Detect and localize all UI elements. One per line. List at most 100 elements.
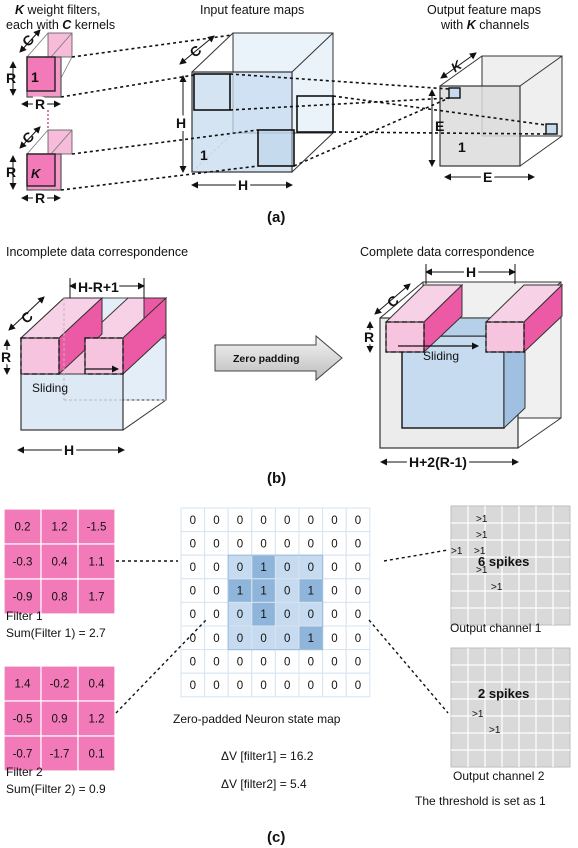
- out2-gt-1: >1: [472, 709, 484, 720]
- filter-2-value: 1.2: [89, 714, 105, 726]
- zero-padding-label: Zero padding: [233, 353, 300, 365]
- state-value: 0: [284, 515, 290, 527]
- output-channel-1-grid: [450, 505, 571, 626]
- state-value: 0: [355, 515, 361, 527]
- state-value: 0: [237, 538, 243, 550]
- caption-c: (c): [267, 829, 285, 846]
- state-value: 0: [308, 538, 314, 550]
- filter-1-cell: [40, 578, 79, 615]
- state-value: 0: [331, 680, 337, 692]
- state-value: 1: [237, 586, 243, 598]
- out1-background: [450, 505, 571, 626]
- output-E-width-label: E: [483, 169, 492, 185]
- filter-1-cell: [77, 543, 116, 580]
- hr1-label-halo: H-R+1: [78, 279, 119, 295]
- out1-gt-3: >1: [451, 546, 463, 557]
- state-value: 0: [213, 586, 219, 598]
- incomplete-R-label: R: [1, 349, 11, 365]
- filter-1-index: 1: [31, 69, 39, 85]
- state-value: 0: [237, 562, 243, 574]
- filter-1-cell: [3, 508, 42, 545]
- state-value: 0: [237, 609, 243, 621]
- state-value: 0: [355, 680, 361, 692]
- out2-background: [450, 647, 571, 768]
- state-value: 0: [213, 515, 219, 527]
- h2r-label-halo: H+2(R-1): [409, 454, 467, 470]
- state-value: 0: [190, 515, 196, 527]
- filter-1-value: -0.9: [13, 592, 33, 604]
- filter-C-label: C: [19, 31, 37, 49]
- filters-title-line1: K weight filters,: [15, 3, 100, 17]
- filterK-C-label: C: [19, 128, 37, 146]
- filter-1-cell: [77, 578, 116, 615]
- filter-2-cell: [40, 665, 79, 702]
- state-value: 0: [237, 656, 243, 668]
- input-H-label: H: [176, 115, 186, 131]
- filter-1-value: 1.7: [89, 592, 105, 604]
- filter-2-cell: [40, 700, 79, 737]
- state-value: 0: [213, 656, 219, 668]
- filter-1-cube: 1: [26, 32, 73, 98]
- filter-2-value: -0.7: [13, 749, 33, 761]
- filter-1-name: Filter 1: [6, 609, 43, 623]
- filter-1-cell: [3, 543, 42, 580]
- filter-1-value: 0.8: [52, 592, 68, 604]
- output-index-one: 1: [458, 139, 466, 155]
- connector-filterK-input-b: [60, 165, 259, 191]
- filter-2-sum: Sum(Filter 2) = 0.9: [6, 782, 106, 796]
- complete-sliding-label: Sliding: [423, 349, 459, 363]
- caption-b: (b): [267, 470, 286, 487]
- state-value: 1: [260, 609, 266, 621]
- out2-spike-count: 2 spikes: [478, 686, 529, 701]
- input-index-one: 1: [200, 147, 208, 163]
- state-value: 0: [355, 586, 361, 598]
- caption-a: (a): [267, 209, 285, 226]
- complete-H-label-halo: H: [466, 264, 476, 280]
- panel-a: K weight filters, each with C kernels 1 …: [6, 3, 563, 226]
- output-title-line2: with K channels: [440, 18, 529, 32]
- threshold-note: The threshold is set as 1: [415, 794, 546, 808]
- filter-1-value: 1.2: [52, 522, 68, 534]
- out1-spike-count: 6 spikes: [478, 554, 529, 569]
- delta-v-filter1: ΔV [filter1] = 16.2: [221, 749, 314, 763]
- state-value: 1: [260, 586, 266, 598]
- complete-H-label: H: [466, 264, 476, 280]
- state-value: 0: [331, 656, 337, 668]
- filter-2-cell: [40, 735, 79, 772]
- filter-R-label: R: [6, 70, 16, 86]
- complete-block: [379, 281, 564, 449]
- filter-2-name: Filter 2: [6, 765, 43, 779]
- filterK-R-label: R: [6, 164, 16, 180]
- state-value: 0: [213, 680, 219, 692]
- filter-K-index: K: [31, 166, 42, 181]
- state-value: 0: [331, 538, 337, 550]
- hr1-label: H-R+1: [78, 279, 119, 295]
- filter-1-sum: Sum(Filter 1) = 2.7: [6, 626, 106, 640]
- state-cell: [345, 672, 371, 698]
- connector-filterK-input-a: [71, 129, 259, 155]
- filter-R-width-label-halo: R: [35, 96, 45, 112]
- panel-b: Incomplete data correspondence Complete …: [0, 245, 564, 487]
- state-value: 1: [308, 586, 314, 598]
- state-value: 0: [308, 609, 314, 621]
- out1-gt-1: >1: [476, 514, 488, 525]
- out1-gt-6: >1: [491, 582, 503, 593]
- filterK-R-width-label-halo: R: [35, 190, 45, 206]
- filter-1-value: 0.2: [15, 522, 31, 534]
- filter-2-value: -1.7: [50, 749, 70, 761]
- state-value: 0: [237, 515, 243, 527]
- filter-1-cell: [40, 508, 79, 545]
- state-value: 0: [284, 586, 290, 598]
- incomplete-title: Incomplete data correspondence: [6, 245, 188, 259]
- complete-R-label: R: [364, 329, 374, 345]
- state-value: 0: [190, 538, 196, 550]
- filter-1-cell: [3, 578, 42, 615]
- out1-gt-2: >1: [476, 530, 488, 541]
- input-H-width-label: H: [238, 177, 248, 193]
- filter-1-value: -1.5: [87, 522, 107, 534]
- incomplete-C-label: C: [18, 308, 36, 327]
